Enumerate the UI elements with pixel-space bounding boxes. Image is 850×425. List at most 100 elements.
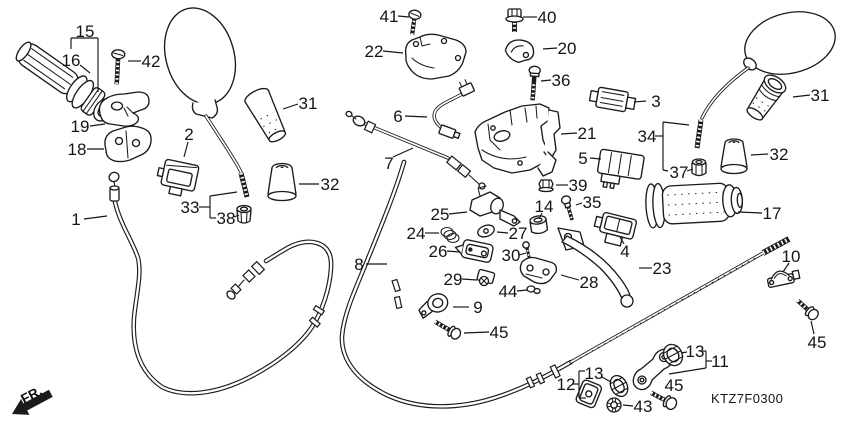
- callout-leader-20: [542, 47, 558, 50]
- handlebar-clamp-18: [104, 125, 152, 163]
- part-callout-28: 28: [580, 273, 599, 292]
- part-callout-1: 1: [71, 210, 80, 229]
- part-callout-10: 10: [782, 247, 801, 266]
- screw-41: [408, 9, 422, 35]
- callout-leader-1: [83, 215, 108, 220]
- callout-leader-13: [668, 367, 707, 375]
- part-callout-21: 21: [578, 124, 597, 143]
- callout-leader-13: [680, 351, 688, 354]
- callout-leader-16: [79, 64, 91, 74]
- callout-leader-41: [397, 15, 410, 18]
- part-callout-9: 9: [473, 298, 482, 317]
- nut-43: [606, 397, 622, 413]
- part-callout-38: 38: [217, 209, 236, 228]
- grip-end-knob-31-right: [746, 74, 787, 121]
- switch-2: [156, 158, 200, 197]
- part-callout-4: 4: [620, 242, 629, 261]
- part-callout-32: 32: [321, 175, 340, 194]
- callout-leader-35: [575, 202, 583, 206]
- switch-3: [588, 86, 637, 113]
- grip-end-knob-31-left: [244, 87, 287, 143]
- callout-leader-34: [662, 121, 690, 126]
- flange-nut-39: [538, 179, 554, 193]
- throttle-grip-17: [645, 182, 744, 229]
- locknut-37: [691, 158, 707, 177]
- part-callout-29: 29: [444, 270, 463, 289]
- cable-1-top-fitting: [108, 171, 120, 202]
- cable-1-end-fitting: [226, 260, 266, 300]
- grommet-44: [526, 285, 541, 295]
- callout-leader-31: [282, 103, 299, 110]
- callout-leader-45: [463, 331, 490, 334]
- callout-leader-30: [518, 252, 527, 256]
- rubber-cone-32-right: [720, 138, 748, 175]
- lever-perch-25: [469, 185, 521, 227]
- part-callout-20: 20: [558, 39, 577, 58]
- callout-leader-45: [810, 320, 815, 335]
- part-callout-7: 7: [384, 154, 393, 173]
- cable-guide-14: [529, 215, 549, 235]
- bolt-40: [505, 8, 524, 32]
- callout-leader-13: [601, 376, 612, 383]
- part-callout-36: 36: [552, 71, 571, 90]
- part-callout-24: 24: [407, 224, 426, 243]
- callout-leader-17: [737, 211, 763, 214]
- part-callout-6: 6: [393, 107, 402, 126]
- part-callout-41: 41: [380, 7, 399, 26]
- spring-24: [440, 226, 460, 244]
- part-callout-34: 34: [638, 127, 657, 146]
- left-mirror: [163, 7, 250, 198]
- part-callout-23: 23: [653, 259, 672, 278]
- part-callout-45: 45: [490, 323, 509, 342]
- part-callout-31: 31: [811, 86, 830, 105]
- screw-36: [528, 65, 541, 101]
- cable-clamp-10: [766, 269, 801, 288]
- callout-leader-5: [589, 157, 602, 160]
- callout-leader-6: [404, 115, 428, 118]
- callout-leader-19: [89, 123, 106, 127]
- part-callout-33: 33: [181, 198, 200, 217]
- mounting-plate-22: [404, 33, 467, 80]
- throttle-cable-7: [345, 110, 486, 190]
- part-callout-5: 5: [578, 149, 587, 168]
- callout-leader-27: [496, 231, 509, 234]
- part-callout-44: 44: [499, 282, 518, 301]
- part-callout-13: 13: [686, 342, 705, 361]
- brake-lever-23: [557, 227, 634, 308]
- callout-leader-10: [782, 262, 790, 273]
- callout-leader-28: [560, 274, 580, 281]
- callout-leader-4: [619, 236, 625, 245]
- part-callout-19: 19: [71, 117, 90, 136]
- diagram-code: KTZ7F0300: [711, 391, 783, 406]
- boot-13-left: [609, 374, 629, 398]
- part-callout-25: 25: [431, 205, 450, 224]
- part-callout-42: 42: [142, 52, 161, 71]
- screw-45-bottom: [650, 390, 678, 411]
- cable-clamp-20: [504, 39, 535, 64]
- part-callout-40: 40: [538, 8, 557, 27]
- part-callout-31: 31: [299, 94, 318, 113]
- callout-leader-32: [750, 153, 769, 156]
- callout-leader-33: [209, 191, 238, 197]
- part-callout-26: 26: [429, 242, 448, 261]
- part-callout-17: 17: [763, 204, 782, 223]
- part-callout-30: 30: [502, 246, 521, 265]
- part-callout-37: 37: [670, 163, 689, 182]
- screw-42: [111, 49, 126, 85]
- choke-cable-1: [108, 171, 334, 396]
- part-callout-18: 18: [68, 140, 87, 159]
- part-callout-35: 35: [583, 193, 602, 212]
- part-callout-16: 16: [62, 51, 81, 70]
- part-callout-39: 39: [569, 176, 588, 195]
- pad-27: [477, 224, 495, 238]
- callout-leader-7: [392, 147, 414, 158]
- callout-leader-37: [686, 168, 694, 172]
- part-callout-22: 22: [365, 42, 384, 61]
- callout-leader-14: [538, 212, 543, 220]
- part-callout-32: 32: [770, 145, 789, 164]
- callout-leader-34: [662, 169, 669, 172]
- callout-leader-29: [461, 278, 478, 281]
- part-callout-14: 14: [535, 197, 554, 216]
